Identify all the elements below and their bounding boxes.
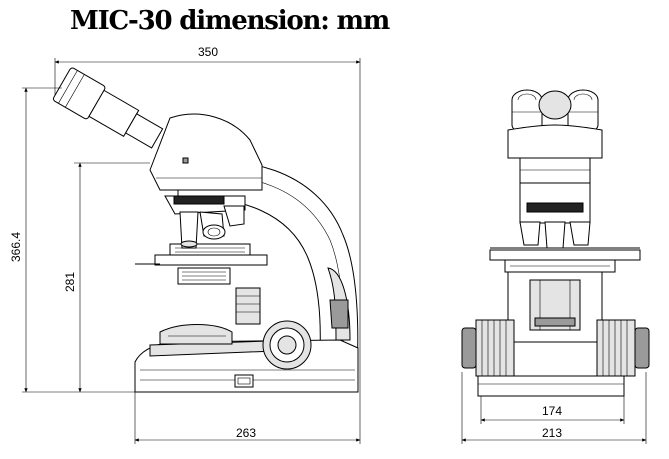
stage-holder (169, 243, 251, 256)
dim-front-total-width: 213 (542, 426, 562, 440)
front-nosepiece (526, 202, 584, 213)
nosepiece-ring (173, 195, 225, 205)
eyepiece-tube (52, 67, 164, 149)
dim-base-width: 263 (236, 426, 256, 440)
front-knob-left (475, 319, 515, 377)
front-knob-right (596, 319, 636, 377)
front-stage (489, 249, 641, 261)
dim-front-inner-width: 174 (542, 404, 562, 418)
front-head (507, 124, 603, 159)
objective-1 (179, 211, 199, 249)
stage-drive (235, 287, 261, 325)
side-view (52, 67, 359, 393)
focus-knob-inner (277, 335, 297, 355)
front-base (477, 375, 625, 397)
illuminator (159, 324, 233, 345)
front-knob-right-outer (634, 327, 650, 369)
dim-side-width: 350 (198, 45, 218, 59)
front-view (461, 89, 650, 397)
stage (154, 254, 268, 266)
side-dimensions: 350 366.4 281 263 (9, 45, 361, 444)
front-knob-left-outer (461, 327, 477, 369)
objective-3 (223, 205, 245, 227)
page-title: MIC-30 dimension: mm (70, 6, 390, 36)
front-dimensions: 174 213 (461, 372, 647, 444)
microscope-head (149, 113, 263, 191)
dim-side-height: 366.4 (9, 232, 23, 262)
dim-stage-height: 281 (63, 272, 77, 292)
power-switch (234, 374, 254, 388)
